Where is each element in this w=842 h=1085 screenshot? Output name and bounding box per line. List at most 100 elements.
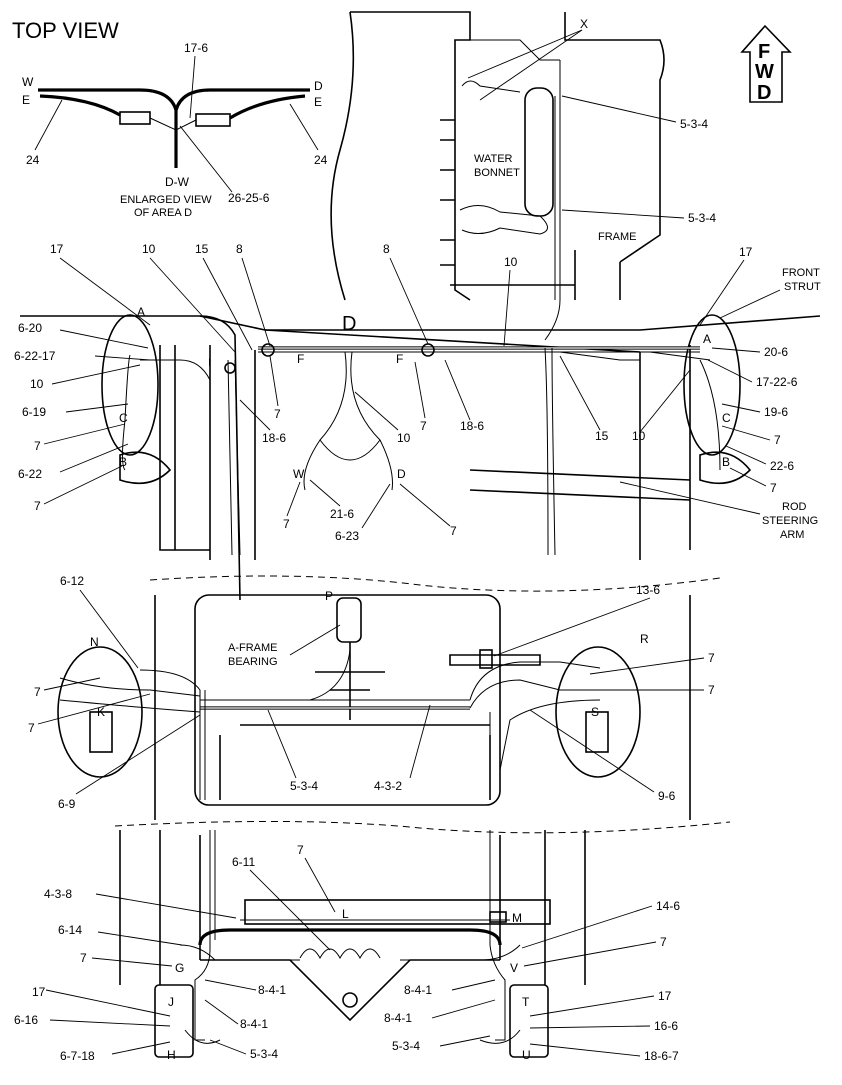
enlarged-dw: D-W [165,175,190,189]
callout-7-d: 7 [450,524,457,538]
point-v: V [510,961,518,975]
callout-5-3-4-b: 5-3-4 [688,211,716,225]
fitting-left [119,111,151,125]
callout-8-right: 8 [383,242,390,256]
callout-7-r-a: 7 [708,651,715,665]
callout-6-22-17: 6-22-17 [14,349,56,363]
right-wheel-hub [683,314,741,456]
callout-7-r-b: 7 [708,683,715,697]
callout-24-left: 24 [26,153,40,167]
callout-7-l2: 7 [34,499,41,513]
callout-6-19: 6-19 [22,405,46,419]
point-n: N [90,635,99,649]
axle-callouts: 17 10 15 8 8 10 17 6-20 6-22-17 10 6-19 … [14,242,798,543]
callout-19-6: 19-6 [764,405,788,419]
label-rod-2: STEERING [762,515,818,527]
callout-17-6-enlarged: 17-6 [184,41,208,55]
callout-17-22-6: 17-22-6 [756,375,798,389]
rear-pivot [342,992,358,1008]
label-aframe-2: BEARING [228,656,278,668]
callout-15-top: 15 [195,242,209,256]
point-f-right: F [396,352,403,366]
left-wheel-hub [101,314,159,456]
callout-16-6: 16-6 [654,1019,678,1033]
point-r: R [640,632,649,646]
callout-24-right: 24 [314,153,328,167]
rear-crossmember [244,899,551,925]
callout-4-3-2: 4-3-2 [374,779,402,793]
callout-17-left: 17 [50,242,64,256]
callout-13-6: 13-6 [636,583,660,597]
point-a-right: A [703,332,711,346]
point-k: K [97,705,105,719]
fitting-13-6 [479,649,493,669]
diagram-title: TOP VIEW [12,18,119,43]
callout-7-v: 7 [660,935,667,949]
callout-7-n2: 7 [28,721,35,735]
callout-6-12: 6-12 [60,574,84,588]
callout-5-3-4-bl: 5-3-4 [250,1047,278,1061]
callout-8-4-1-d: 8-4-1 [384,1011,412,1025]
right-mid-wheel [555,646,641,778]
callout-6-7-18: 6-7-18 [60,1049,95,1063]
point-h: H [167,1048,176,1062]
callout-10-left: 10 [30,377,44,391]
callout-8-left: 8 [236,242,243,256]
callout-5-3-4-a: 5-3-4 [680,117,708,131]
left-rear-cylinder [154,984,194,1058]
callout-17-right: 17 [739,245,753,259]
middle-frame-section: A-FRAME BEARING P N R K S [57,575,721,820]
point-b-right: B [722,455,730,469]
point-m: M [512,911,522,925]
callout-10-right: 10 [632,429,646,443]
rear-callouts: 6-11 7 4-3-8 6-14 7 17 6-16 6-7-18 8-4-1… [14,843,680,1063]
label-frame: FRAME [598,231,637,243]
callout-20-6: 20-6 [764,345,788,359]
fitting-right [195,113,231,127]
label-aframe-1: A-FRAME [228,642,278,654]
fitting-i [224,362,236,374]
left-mid-wheel-cylinder [89,711,113,753]
point-a-left: A [137,305,145,319]
fitting-m [489,911,507,923]
point-s: S [591,705,599,719]
callout-26-25-6: 26-25-6 [228,191,270,205]
callout-7-r2: 7 [770,481,777,495]
rear-frame-section: L M G V J T H U [114,820,731,1062]
callout-15-right: 15 [595,429,609,443]
callout-6-16: 6-16 [14,1013,38,1027]
fitting-f-left-a [261,343,275,357]
point-j: J [168,995,174,1009]
callout-7-g: 7 [80,951,87,965]
label-water-bonnet-2: BONNET [474,167,520,179]
callout-10-mid: 10 [504,255,518,269]
callout-17-t: 17 [658,989,672,1003]
callout-6-9: 6-9 [58,797,76,811]
callout-4-3-8: 4-3-8 [44,887,72,901]
callout-14-6: 14-6 [656,899,680,913]
callout-7-f-right: 7 [420,419,427,433]
callout-22-6: 22-6 [770,459,794,473]
front-axle-section: D FRONT STRUT ROD STEERING ARM [20,267,821,601]
fwd-letter-w: W [755,61,774,83]
label-front-strut-1: FRONT [782,267,820,279]
point-i: I [208,357,211,369]
callout-7-r1: 7 [774,433,781,447]
middle-callouts: 6-12 13-6 7 7 7 7 6-9 5-3-4 4-3-2 9-6 [28,574,715,811]
area-d-label: D [342,313,356,335]
label-x: X [580,17,588,31]
point-p: P [325,589,333,603]
callout-7-l1: 7 [34,439,41,453]
callout-7-n1: 7 [34,685,41,699]
callout-6-20: 6-20 [18,321,42,335]
callout-8-4-1-b: 8-4-1 [240,1017,268,1031]
enlarged-view: W E D E D-W 17-6 24 24 26-25-6 ENLARGED … [22,41,328,219]
point-t: T [522,995,530,1009]
point-c-left: C [119,411,128,425]
callout-6-23: 6-23 [335,529,359,543]
point-w: W [293,467,305,481]
enlarged-e-right: E [314,95,322,109]
callout-18-6-left: 18-6 [262,431,286,445]
callout-18-6-right: 18-6 [460,419,484,433]
enlarged-d: D [314,79,323,93]
